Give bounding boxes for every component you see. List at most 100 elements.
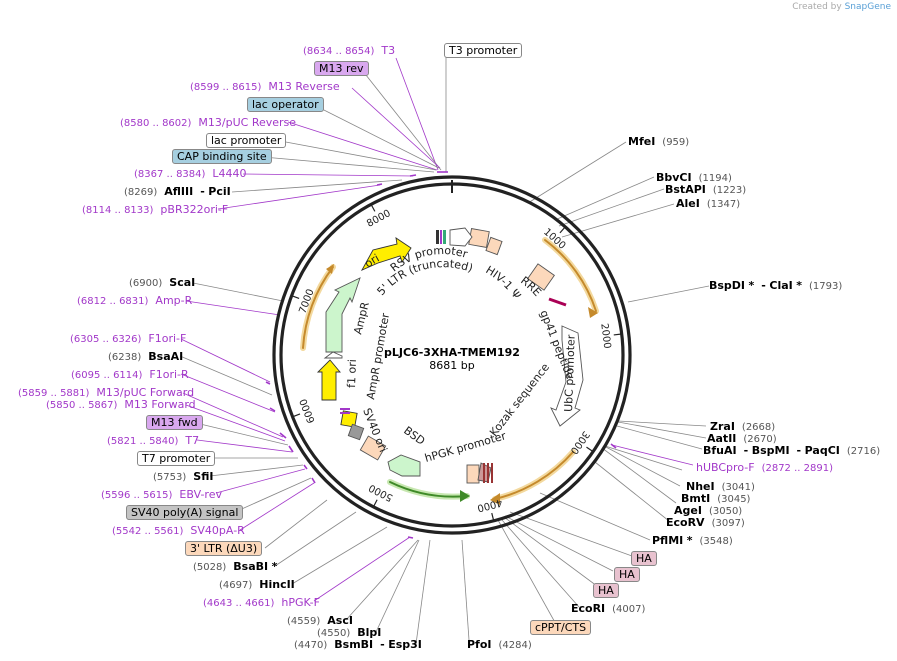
tick-mark <box>291 295 300 300</box>
label-f1ori-f: (6305 .. 6326) F1ori-F <box>70 332 186 346</box>
label-bmti: BmtI (3045) <box>681 492 750 506</box>
label-m13-rev: M13 rev <box>314 61 369 76</box>
name: HincII <box>259 578 295 591</box>
name2: ClaI <box>769 279 793 292</box>
name: AscI <box>327 614 353 627</box>
name: M13 Forward <box>124 398 196 411</box>
box: lac promoter <box>206 133 287 148</box>
name: hPGK-F <box>281 596 320 609</box>
name: PflMI <box>652 534 684 547</box>
name: NheI <box>686 480 715 493</box>
primer-markers <box>265 171 617 539</box>
label-bsabi: (5028) BsaBI * <box>193 560 277 574</box>
coord: (5028) <box>193 562 227 573</box>
coord: (6238) <box>108 352 142 363</box>
plasmid-name: pLJC6-3XHA-TMEM192 <box>384 346 520 359</box>
coord: (4697) <box>219 580 253 591</box>
name: EBV-rev <box>179 488 222 501</box>
leader-lines <box>179 55 710 645</box>
label-hpgk-f: (4643 .. 4661) hPGK-F <box>203 596 320 610</box>
name: Amp-R <box>155 294 193 307</box>
coord: (4550) <box>317 628 351 639</box>
coord: (8599 .. 8615) <box>190 82 262 93</box>
label-ebv-rev: (5596 .. 5615) EBV-rev <box>101 488 222 502</box>
name: EcoRV <box>666 516 705 529</box>
coord: (5821 .. 5840) <box>107 436 179 447</box>
name: SfiI <box>193 470 214 483</box>
gp41-marker <box>548 297 567 307</box>
name: M13/pUC Reverse <box>198 116 297 129</box>
coord: (4559) <box>287 616 321 627</box>
ltr5-arrow <box>449 227 473 247</box>
box: T7 promoter <box>137 451 216 466</box>
coord: (3050) <box>708 506 743 517</box>
label-cppt: cPPT/CTS <box>530 620 592 635</box>
name: BmtI <box>681 492 711 505</box>
label-scai: (6900) ScaI <box>129 276 195 290</box>
label-ha-2: HA <box>614 567 640 582</box>
credit-prefix: Created by <box>792 2 842 12</box>
label-amp-r: (6812 .. 6831) Amp-R <box>77 294 192 308</box>
coord: (5850 .. 5867) <box>46 400 118 411</box>
coord: (3548) <box>699 536 733 547</box>
name: ScaI <box>169 276 196 289</box>
label-m13puc-forward: (5859 .. 5881) M13/pUC Forward <box>18 386 194 400</box>
tick-mark <box>559 226 566 234</box>
credit-brand: SnapGene <box>844 2 891 12</box>
tick-mark <box>372 499 378 508</box>
label-bsaai: (6238) BsaAI <box>108 350 183 364</box>
coord: (3097) <box>711 518 745 529</box>
tick-mark <box>613 333 622 336</box>
label-m13-reverse: (8599 .. 8615) M13 Reverse <box>190 80 340 94</box>
label-t7: (5821 .. 5840) T7 <box>107 434 199 448</box>
box: lac operator <box>247 97 324 112</box>
name: AgeI <box>674 504 702 517</box>
ubc-promoter-arrow <box>550 325 584 427</box>
bars <box>340 230 493 483</box>
name: hUBCpro-F <box>696 461 755 474</box>
label-afliii: (8269) AflIII - PciI <box>124 185 231 199</box>
box: HA <box>631 551 657 566</box>
plasmid-size: 8681 bp <box>429 359 475 372</box>
label-m13puc-reverse: (8580 .. 8602) M13/pUC Reverse <box>120 116 296 130</box>
box: 3' LTR (ΔU3) <box>185 541 263 556</box>
name: T7 <box>185 434 200 447</box>
coord: (4643 .. 4661) <box>203 598 275 609</box>
coord: (8269) <box>124 187 158 198</box>
ampr-promoter-arrow <box>323 351 343 359</box>
box: cPPT/CTS <box>530 620 592 635</box>
label-pfoi: PfoI (4284) <box>467 638 532 652</box>
box: M13 rev <box>314 61 369 76</box>
label-pflmi: PflMI * (3548) <box>652 534 733 548</box>
suffix: * <box>748 279 755 292</box>
bsd-arrow <box>387 454 421 477</box>
label-m13-forward: (5850 .. 5867) M13 Forward <box>46 398 196 412</box>
label-blpi: (4550) BlpI <box>317 626 381 640</box>
name: T3 <box>381 44 396 57</box>
label-alei: AleI (1347) <box>676 197 740 211</box>
coord: (3045) <box>717 494 751 505</box>
coord: (6095 .. 6114) <box>71 370 143 381</box>
psi-box <box>485 236 503 256</box>
box: HA <box>614 567 640 582</box>
coord: (5542 .. 5561) <box>112 526 184 537</box>
label-t7-promoter: T7 promoter <box>137 451 216 466</box>
label-t3: (8634 .. 8654) T3 <box>303 44 395 58</box>
label-f1ori-r: (6095 .. 6114) F1ori-R <box>71 368 189 382</box>
coord: (5859 .. 5881) <box>18 388 90 399</box>
name: M13/pUC Forward <box>96 386 195 399</box>
box: T3 promoter <box>444 43 523 58</box>
backbone-ticks <box>291 204 622 521</box>
coord: (8580 .. 8602) <box>120 118 192 129</box>
label-asci: (4559) AscI <box>287 614 353 628</box>
label-ecorv: EcoRV (3097) <box>666 516 745 530</box>
label-cap-site: CAP binding site <box>172 149 272 164</box>
coord: (5596 .. 5615) <box>101 490 173 501</box>
label-sfii: (5753) SfiI <box>153 470 213 484</box>
ori-arrow <box>360 237 412 271</box>
label-bspdi: BspDI * - ClaI * (1793) <box>709 279 842 293</box>
label-l4440: (8367 .. 8384) L4440 <box>134 167 247 181</box>
name: PfoI <box>467 638 492 651</box>
name: AleI <box>676 197 700 210</box>
name: M13 Reverse <box>268 80 340 93</box>
